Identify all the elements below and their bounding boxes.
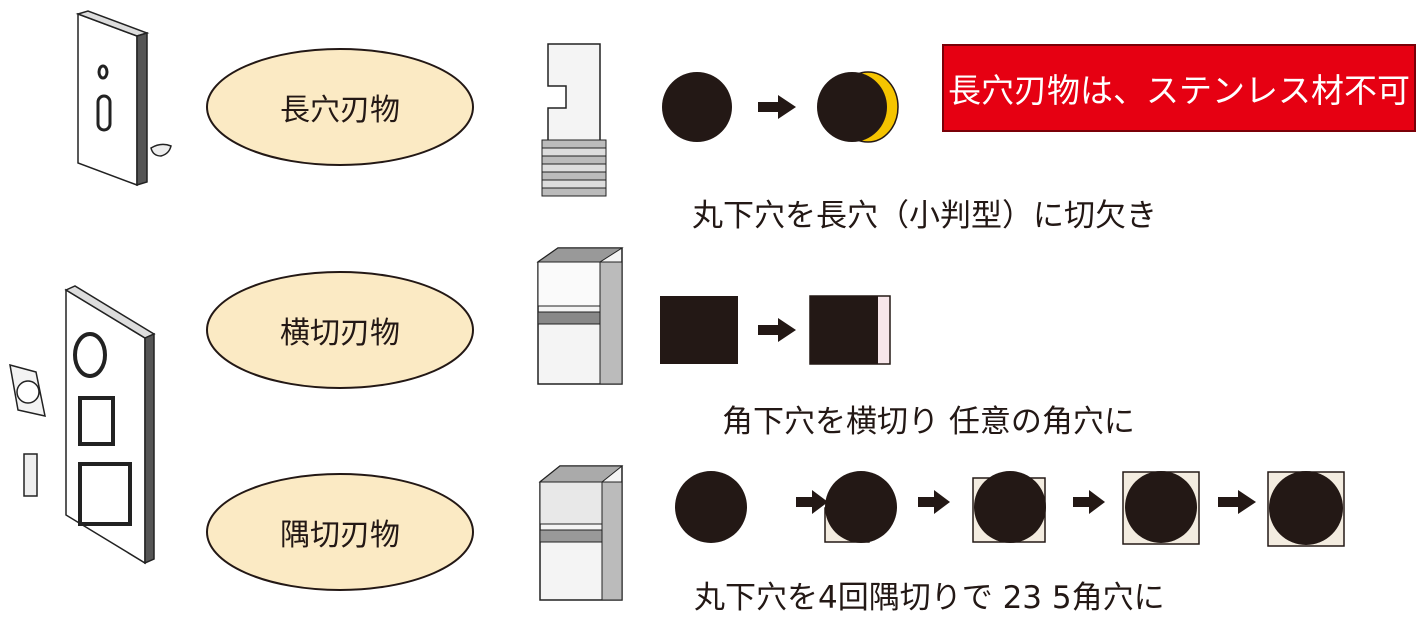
scrap-square-icon — [9, 363, 46, 417]
right-arrow-icon — [796, 490, 828, 514]
scrap-piece-icon — [150, 143, 172, 157]
plate-large-icon — [64, 285, 156, 565]
corner-step-4-shape — [1267, 471, 1345, 547]
right-arrow-icon — [1218, 490, 1256, 514]
round-hole-shape — [662, 72, 732, 142]
scrap-bar-icon — [23, 453, 38, 497]
widened-square-shape — [809, 295, 891, 365]
round-hole-shape — [675, 471, 747, 543]
ellipse-tool-1 — [206, 48, 474, 166]
right-arrow-icon — [918, 490, 950, 514]
crosscut-punch-tool-icon — [536, 247, 624, 385]
plate-small-icon — [75, 10, 150, 187]
slotted-hole-shape — [817, 71, 899, 143]
slot-punch-tool-icon — [541, 43, 607, 197]
tool-label-corner: 隅切刃物 — [280, 518, 400, 553]
corner-step-3-shape — [1122, 471, 1200, 545]
caption-corner: 丸下穴を4回隅切りで 23 5角穴に — [694, 580, 1165, 616]
right-arrow-icon — [758, 318, 796, 342]
tool-label-crosscut: 横切刃物 — [280, 316, 400, 351]
corner-punch-tool-icon — [538, 465, 624, 601]
corner-step-1-shape — [824, 471, 897, 543]
caption-crosscut: 角下穴を横切り 任意の角穴に — [722, 404, 1135, 440]
corner-step-2-shape — [972, 471, 1046, 543]
right-arrow-icon — [758, 95, 796, 119]
square-hole-shape — [660, 296, 738, 364]
caption-slot: 丸下穴を長穴（小判型）に切欠き — [692, 198, 1157, 234]
ellipse-tool-2 — [206, 271, 474, 389]
ellipse-tool-3 — [206, 473, 474, 591]
tool-label-slot: 長穴刃物 — [280, 93, 400, 128]
right-arrow-icon — [1073, 490, 1105, 514]
warning-banner: 長穴刃物は、ステンレス材不可 — [942, 44, 1416, 132]
